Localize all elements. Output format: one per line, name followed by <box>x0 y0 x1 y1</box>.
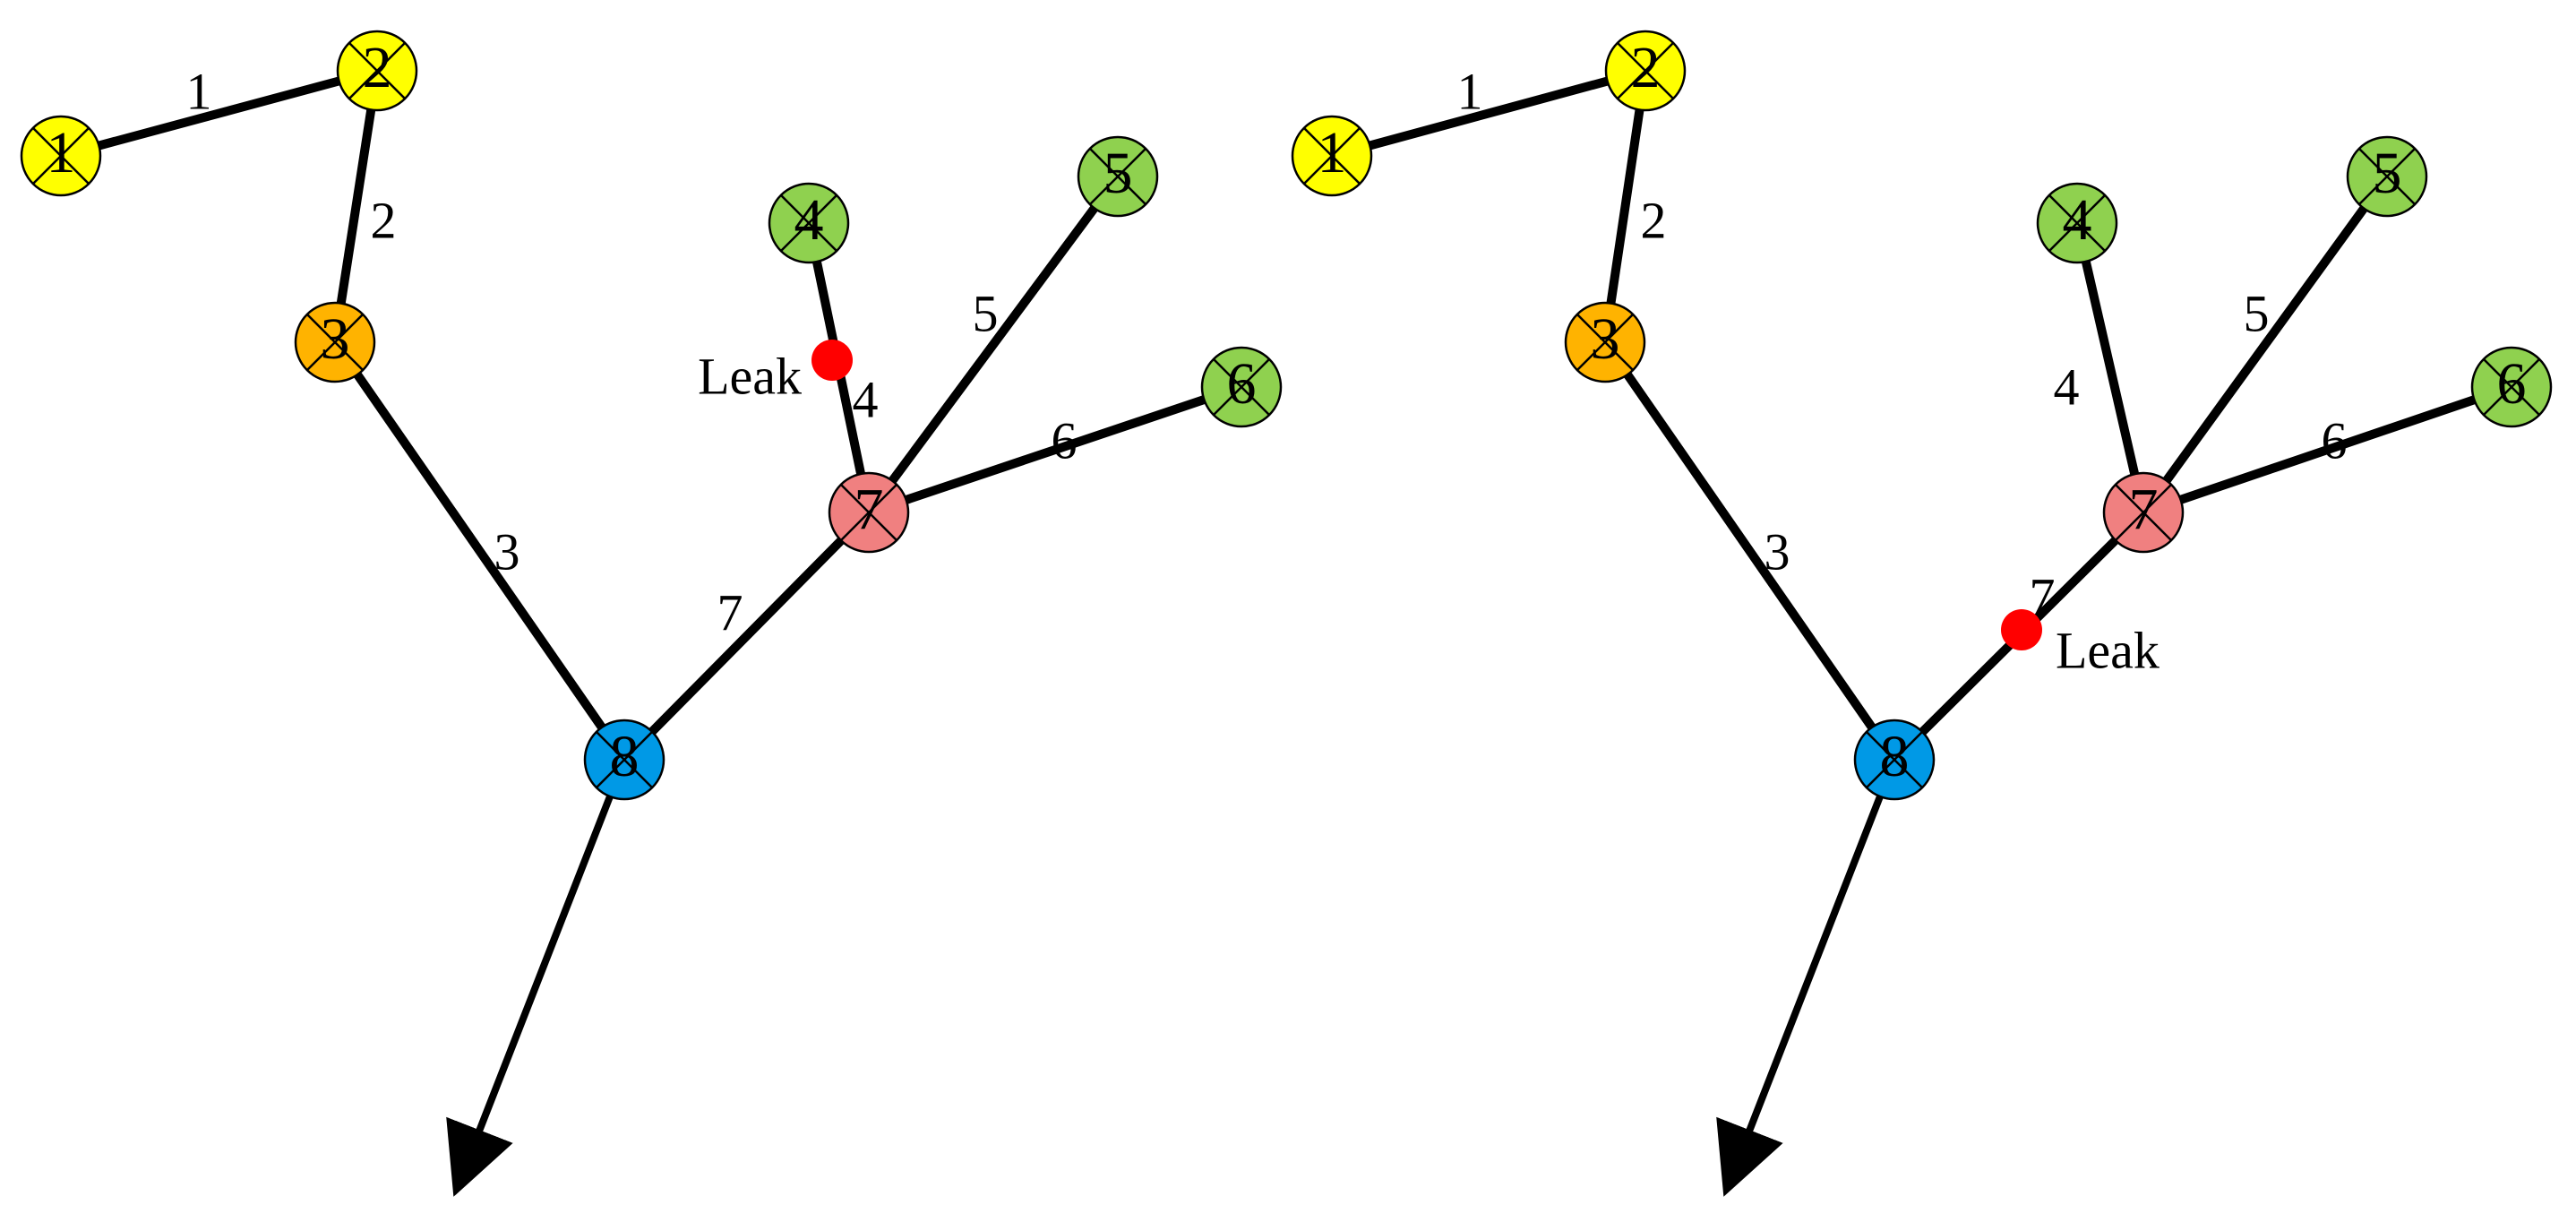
pipe-edge-e6 <box>2142 383 2513 517</box>
leak-label: Leak <box>2056 621 2160 679</box>
node-label: 2 <box>1631 35 1661 100</box>
edge-label-e3: 3 <box>1765 522 1790 581</box>
pipe-edge-e3 <box>1601 340 1899 762</box>
node-label: 4 <box>794 187 824 253</box>
node-label: 1 <box>47 120 76 185</box>
edge-label-e1: 1 <box>1457 62 1483 120</box>
node-1: 1 <box>20 115 102 197</box>
pipe-edge-e2 <box>1601 70 1650 343</box>
node-label: 8 <box>610 724 640 789</box>
pipe-edge-e1 <box>1330 66 1647 160</box>
edge-label-e5: 5 <box>2244 284 2270 342</box>
edge-label-e6: 6 <box>1052 411 1078 469</box>
node-label: 7 <box>2129 477 2159 542</box>
edge-label-e1: 1 <box>186 62 212 120</box>
node-4: 4 <box>768 182 850 264</box>
node-label: 4 <box>2063 187 2092 253</box>
outlet-arrow <box>1716 758 1898 1197</box>
pipe-edge-e2 <box>331 70 382 343</box>
node-2: 2 <box>1604 30 1687 112</box>
edge-label-e4: 4 <box>2054 357 2080 416</box>
edge-label-e2: 2 <box>1641 191 1667 249</box>
node-8: 8 <box>583 719 665 801</box>
node-2: 2 <box>336 30 418 112</box>
edge-label-e2: 2 <box>371 191 397 249</box>
node-label: 6 <box>2497 351 2527 417</box>
node-label: 3 <box>321 306 350 372</box>
node-1: 1 <box>1291 115 1373 197</box>
node-label: 2 <box>363 35 392 100</box>
node-label: 7 <box>854 477 884 542</box>
edge-label-e3: 3 <box>494 522 520 581</box>
edge-label-e5: 5 <box>973 284 999 342</box>
node-label: 5 <box>1103 141 1133 206</box>
edge-label-e7: 7 <box>717 583 743 641</box>
edge-label-e6: 6 <box>2322 411 2348 469</box>
node-label: 6 <box>1227 351 1257 417</box>
node-7: 7 <box>828 471 910 554</box>
node-label: 1 <box>1318 120 1347 185</box>
node-5: 5 <box>1077 135 1159 218</box>
outlet-arrow <box>446 758 628 1197</box>
pipe-edge-e5 <box>864 174 1122 515</box>
pipe-edge-e3 <box>331 340 629 762</box>
pipe-edge-e6 <box>867 383 1243 517</box>
node-7: 7 <box>2102 471 2185 554</box>
pipe-edge-e4 <box>2073 221 2148 514</box>
leak-marker <box>2001 609 2042 650</box>
node-label: 5 <box>2373 141 2402 206</box>
node-3: 3 <box>294 301 376 383</box>
leak-marker <box>811 340 853 381</box>
node-6: 6 <box>1200 346 1283 428</box>
leak-label: Leak <box>698 347 802 405</box>
node-4: 4 <box>2036 182 2118 264</box>
node-label: 8 <box>1880 724 1910 789</box>
node-5: 5 <box>2346 135 2428 218</box>
pipe-edge-e7 <box>621 509 872 763</box>
pipe-edge-e5 <box>2139 174 2391 515</box>
node-8: 8 <box>1853 719 1936 801</box>
edge-label-e4: 4 <box>853 370 879 428</box>
node-label: 3 <box>1591 306 1620 372</box>
node-3: 3 <box>1564 301 1646 383</box>
pipe-edge-e1 <box>59 66 379 160</box>
node-6: 6 <box>2470 346 2553 428</box>
